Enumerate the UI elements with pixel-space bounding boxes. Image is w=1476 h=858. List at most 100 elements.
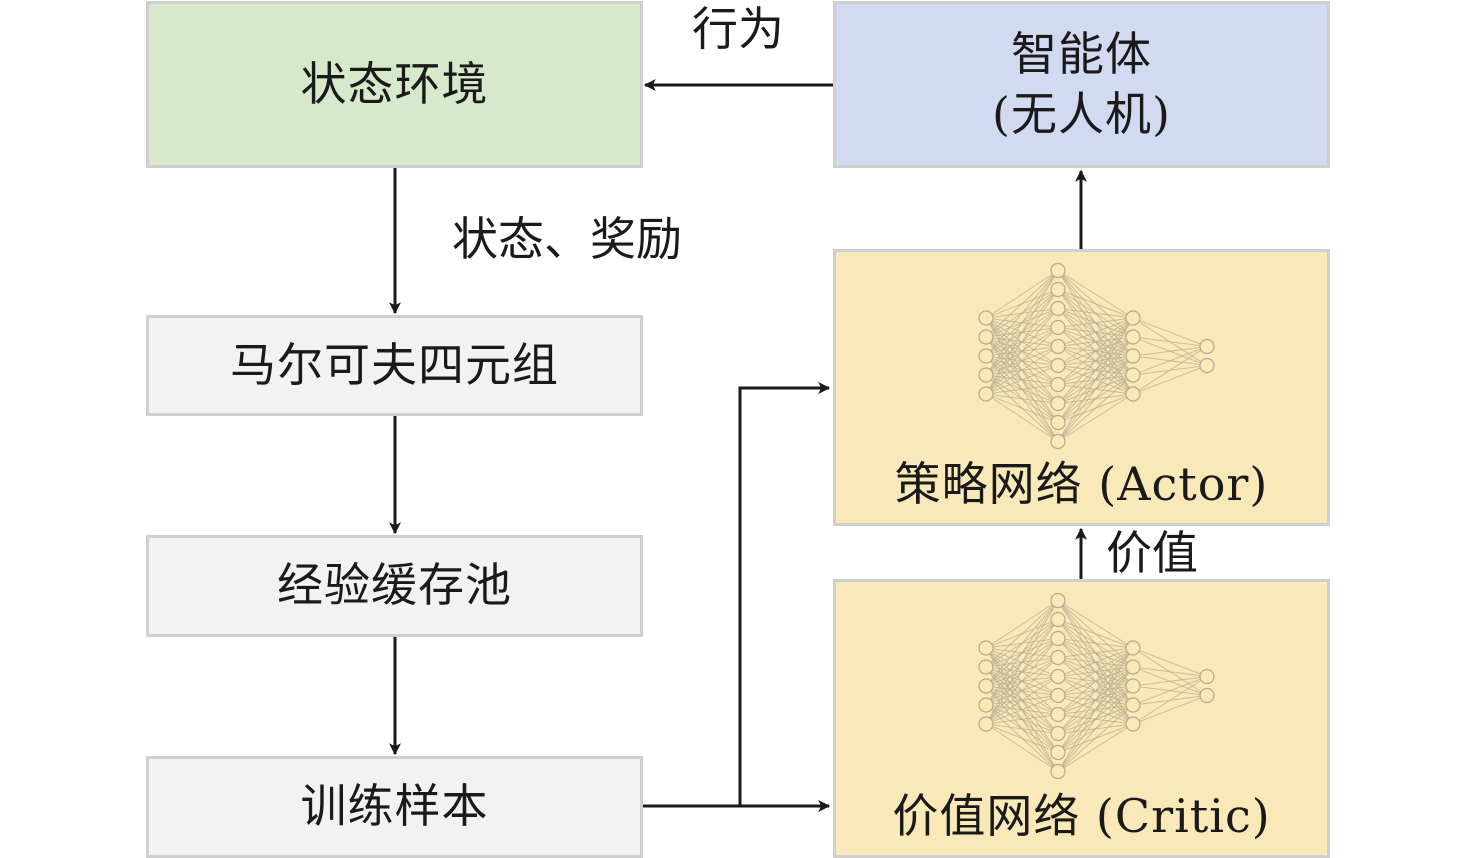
network-neuron (978, 348, 994, 364)
agent-sublabel: (无人机) (992, 86, 1171, 141)
network-edge (1057, 355, 1134, 442)
replay-buffer-node: 经验缓存池 (146, 535, 643, 637)
network-edge (1057, 704, 1134, 772)
network-neuron (978, 678, 994, 694)
network-edge (1132, 346, 1208, 357)
network-edge (1132, 346, 1208, 376)
value-edge-label: 价值 (1106, 526, 1198, 580)
network-edge (1057, 317, 1134, 442)
network-edge (1057, 317, 1134, 404)
network-connections (985, 600, 1208, 772)
network-neuron (978, 386, 994, 402)
network-edge (985, 327, 1059, 395)
network-edge (985, 600, 1059, 725)
network-edge (985, 723, 1059, 753)
network-edge (1132, 676, 1208, 725)
network-neuron (1125, 659, 1141, 675)
arrow-samples-to-actor (738, 382, 831, 806)
network-neuron (1050, 300, 1066, 317)
network-edge (1057, 393, 1134, 442)
network-neuron (978, 367, 994, 383)
network-neuron (1050, 630, 1066, 647)
network-edge (1132, 695, 1208, 725)
network-edge (1057, 647, 1134, 677)
network-edge (985, 270, 1059, 319)
network-neuron (1050, 319, 1066, 336)
network-edge (1057, 647, 1134, 772)
network-edge (985, 638, 1059, 725)
network-edge (1132, 317, 1208, 347)
network-edge (1132, 336, 1208, 347)
environment-label: 状态环境 (300, 56, 489, 111)
network-edge (985, 384, 1059, 395)
network-neuron (1199, 668, 1215, 685)
network-neuron (1050, 395, 1066, 412)
network-edge (985, 723, 1059, 734)
network-edge (1057, 317, 1134, 385)
network-edge (985, 308, 1059, 395)
actor-network-node: 策略网络 (Actor) (833, 249, 1330, 526)
network-neuron (1125, 697, 1141, 713)
agent-node: 智能体 (无人机) (833, 1, 1330, 168)
network-edge (985, 676, 1059, 725)
network-neuron (1050, 262, 1066, 279)
training-samples-node: 训练样本 (146, 756, 643, 858)
network-edge (985, 365, 1059, 395)
network-neuron (1050, 649, 1066, 666)
network-edge (1057, 638, 1134, 649)
network-edge (1057, 317, 1134, 366)
network-edge (1057, 600, 1134, 649)
network-edge (1057, 317, 1134, 328)
network-neuron (1050, 414, 1066, 431)
network-neuron (1050, 433, 1066, 450)
network-edge (985, 600, 1059, 687)
network-neuron (978, 697, 994, 713)
network-neuron (978, 659, 994, 675)
network-edge (985, 270, 1059, 395)
network-edge (1132, 346, 1208, 395)
network-edge (985, 657, 1059, 725)
network-neuron (1050, 281, 1066, 298)
network-neuron (1050, 338, 1066, 355)
network-neuron (978, 640, 994, 656)
network-edge (1132, 666, 1208, 677)
network-connections (985, 270, 1208, 442)
network-neuron (1125, 348, 1141, 364)
agent-label: 智能体 (1011, 26, 1152, 81)
network-edge (1057, 336, 1134, 442)
network-neuron (1050, 611, 1066, 628)
network-edge (985, 695, 1059, 725)
network-edge (985, 270, 1059, 338)
network-neuron (1125, 386, 1141, 402)
network-edge (985, 393, 1059, 442)
network-neuron (1199, 338, 1215, 355)
network-edge (1057, 619, 1134, 649)
network-edge (1057, 317, 1134, 423)
state-reward-edge-label: 状态、奖励 (452, 212, 682, 266)
network-edge (985, 600, 1059, 649)
network-edge (1132, 676, 1208, 706)
network-edge (1057, 647, 1134, 696)
network-neuron (1050, 706, 1066, 723)
network-neuron (1050, 668, 1066, 685)
network-neuron (1125, 640, 1141, 656)
network-neuron (1050, 763, 1066, 780)
network-neuron (1199, 357, 1215, 374)
network-edge (985, 270, 1059, 357)
critic-network-node: 价值网络 (Critic) (833, 579, 1330, 858)
neural-network-icon (978, 592, 1215, 780)
network-edge (1057, 647, 1134, 753)
network-edge (985, 289, 1059, 395)
network-neuron (1125, 310, 1141, 326)
mdp-tuple-node: 马尔可夫四元组 (146, 315, 643, 416)
network-edge (985, 723, 1059, 772)
network-edge (1057, 723, 1134, 772)
network-edge (985, 393, 1059, 423)
network-neuron (1125, 329, 1141, 345)
network-edge (985, 600, 1059, 706)
network-edge (1132, 365, 1208, 395)
network-neuron (1050, 687, 1066, 704)
network-neuron (978, 310, 994, 326)
environment-node: 状态环境 (146, 1, 643, 168)
